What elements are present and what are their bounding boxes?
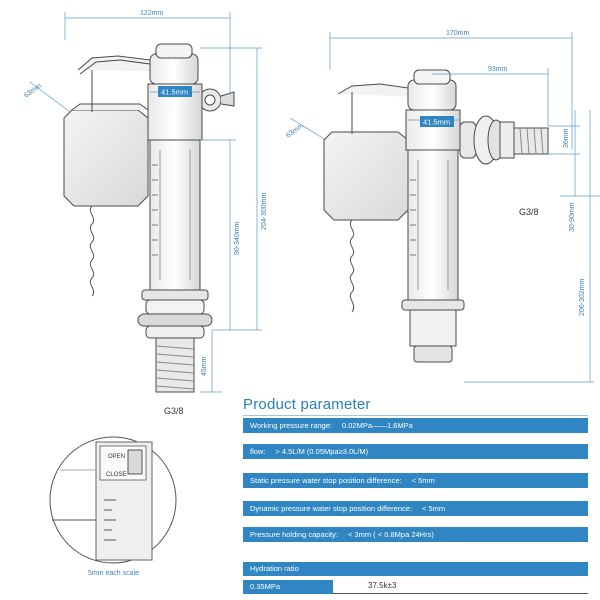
right-height-range-label: 206-302mm <box>579 278 586 316</box>
left-diameter-label: 41.5mm <box>161 88 188 97</box>
right-arm-label: 93mm <box>488 66 508 73</box>
param-title: Product parameter <box>243 396 371 413</box>
left-width-label: 122mm <box>140 10 164 17</box>
left-thread-label: G3/8 <box>164 406 184 416</box>
param-value: < 3mm ( < 0.8Mpa 24Hrs) <box>347 530 434 539</box>
param-value: < 5mm <box>422 504 446 513</box>
left-depth-label: 63mm <box>23 82 43 99</box>
param-row-static-pressure: Static pressure water stop position diff… <box>243 473 588 488</box>
param-row-pressure-holding: Pressure holding capacity: < 3mm ( < 0.8M… <box>243 527 588 542</box>
param-row-working-pressure: Working pressure range: 0.02MPa——1.6MPa <box>243 418 588 433</box>
left-valve-drawing <box>63 43 235 393</box>
hydration-divider <box>333 593 588 594</box>
left-height-range-label: 204-300mm <box>261 192 268 230</box>
right-diameter-badge <box>420 116 454 127</box>
hydration-ratio-row: 0.35MPa 37.5k±3 <box>243 580 588 594</box>
param-label: Pressure holding capacity: <box>250 530 338 539</box>
param-row-flow: flow: > 4.5L/M (0.05Mpa≥3.0L/M) <box>243 444 588 459</box>
param-value: 0.02MPa——1.6MPa <box>341 421 413 430</box>
left-diameter-badge <box>158 86 192 97</box>
right-thread-label: G3/8 <box>519 207 539 217</box>
param-value: > 4.5L/M (0.05Mpa≥3.0L/M) <box>275 447 369 456</box>
left-float-range-label: 90-340mm <box>234 221 241 255</box>
param-label: Dynamic pressure water stop position dif… <box>250 504 413 513</box>
param-label: Working pressure range: <box>250 421 332 430</box>
param-label: Static pressure water stop position diff… <box>250 476 402 485</box>
right-valve-drawing <box>323 69 549 363</box>
param-label: flow: <box>250 447 266 456</box>
param-value: < 5mm <box>411 476 435 485</box>
param-title-underline <box>243 415 588 416</box>
param-row-dynamic-pressure: Dynamic pressure water stop position dif… <box>243 501 588 516</box>
hydration-ratio-label: Hydration ratio <box>243 562 588 576</box>
zoom-open-label: OPEN <box>108 454 125 460</box>
right-width-label: 170mm <box>446 30 470 37</box>
zoom-caption: 5mm each scale <box>88 570 139 577</box>
zoom-detail <box>49 436 177 564</box>
zoom-close-label: CLOSE <box>106 472 126 478</box>
hydration-pressure: 0.35MPa <box>243 580 333 594</box>
right-depth-label: 63mm <box>285 122 305 139</box>
right-float-range-label: 30-90mm <box>569 202 576 232</box>
hydration-ratio-value: 37.5k±3 <box>368 581 397 590</box>
right-inlet-height-label: 36mm <box>563 128 570 148</box>
left-thread-length-label: 45mm <box>201 356 208 376</box>
right-diameter-label: 41.5mm <box>423 118 450 127</box>
